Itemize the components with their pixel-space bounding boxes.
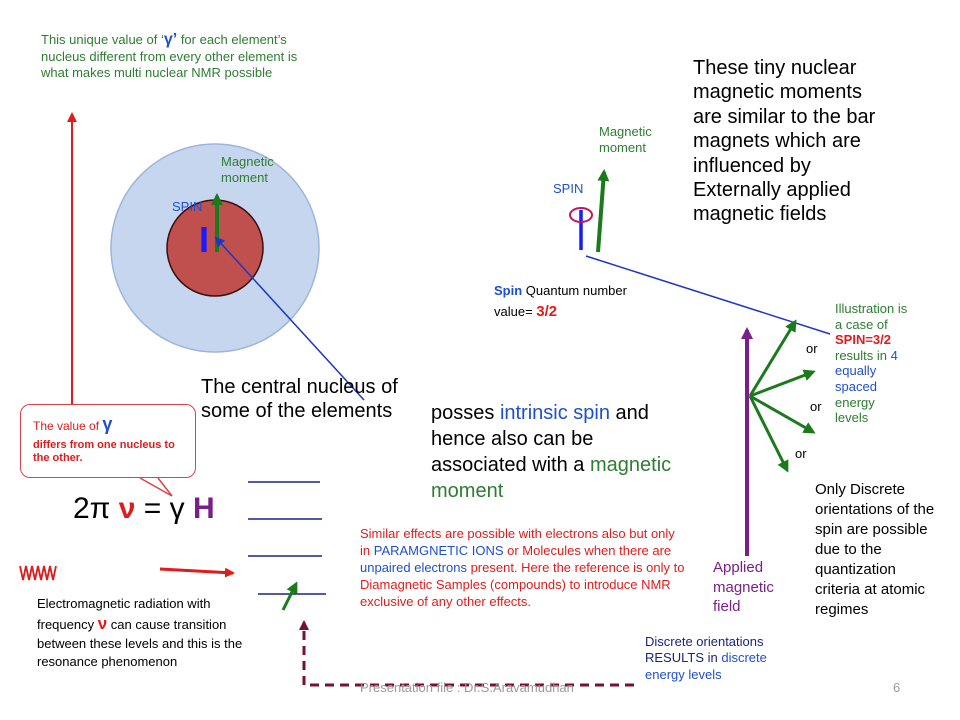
equation-h: H	[192, 492, 215, 525]
illustration-line-6: spaced	[835, 378, 877, 394]
gamma-note-rest: for each element’s nucleus different fro…	[41, 32, 298, 80]
central-nucleus-text: The central nucleus of some of the eleme…	[201, 376, 398, 422]
orientation-arrow-2	[749, 369, 816, 398]
illustration-line-5: equally	[835, 363, 877, 379]
or-label-3: or	[795, 446, 807, 461]
equation-left: 2π	[73, 492, 119, 525]
gamma-callout-rest: differs from one nucleus to the other.	[33, 438, 175, 465]
gamma-callout-prefix: The value of	[33, 419, 103, 433]
paramagnetic-a: Similar effects are possible with electr…	[360, 526, 675, 558]
page-number: 6	[893, 680, 901, 695]
equation-mid: = γ	[135, 492, 193, 525]
equation-nu: ν	[118, 492, 136, 525]
gamma-callout-text: The value of γ differs from one nucleus …	[33, 413, 183, 466]
associated-text: and hence also can be associated with a	[431, 402, 649, 476]
em-wave-icon	[19, 565, 57, 581]
discrete-levels-note: Discrete orientations RESULTS in discret…	[645, 634, 785, 683]
left-magnetic-moment-label: Magnetic moment	[221, 154, 274, 185]
spin-quantum-number: Spin Quantum number value= 3/2	[494, 282, 644, 323]
gamma-note-prefix: This unique value of ‘	[41, 32, 164, 47]
orientation-arrow-4	[748, 395, 789, 473]
paramagnetic-note: Similar effects are possible with electr…	[360, 526, 685, 610]
dashed-connector-line	[299, 620, 634, 687]
radiation-arrow	[159, 567, 235, 578]
gamma-callout	[20, 404, 196, 478]
resonance-equation: 2π ν = γ H	[73, 492, 215, 526]
orientation-arrow-1	[748, 319, 797, 397]
left-spin-label: SPIN	[172, 199, 203, 214]
bar-magnets-note: These tiny nuclear magnetic moments are …	[693, 57, 876, 226]
paramagnetic-ions: PARAMGNETIC IONS	[373, 542, 504, 558]
illustration-spin-value: SPIN=3/2	[835, 332, 892, 348]
callout-tail	[139, 477, 173, 497]
right-magnetic-moment-arrow	[596, 169, 610, 253]
magnetic-moment-phrase: magnetic moment	[431, 454, 672, 502]
or-label-2: or	[810, 399, 822, 414]
paramagnetic-e: present. Here the reference is only to D…	[360, 559, 685, 609]
illustration-line-4: results in 4	[835, 348, 945, 364]
spin-quantum-value: 3/2	[536, 302, 558, 320]
em-radiation-tail: can cause transition between these level…	[37, 616, 243, 670]
discrete-results-text: Discrete orientations RESULTS in	[645, 634, 764, 666]
illustration-level-count: 4	[890, 347, 898, 363]
applied-field-label: Applied magnetic field	[713, 559, 774, 615]
right-magnetic-moment-label: Magnetic moment	[599, 124, 652, 155]
gamma-uniqueness-note: This unique value of ‘γ’ for each elemen…	[41, 30, 299, 80]
unpaired-electrons: unpaired electrons	[360, 559, 467, 575]
paramagnetic-c: or Molecules when there are	[503, 542, 672, 558]
illustration-line-1: Illustration is	[835, 301, 908, 316]
spin-i-icon: I	[199, 219, 210, 260]
gamma-callout-line-1: The value of γ	[33, 413, 183, 436]
posses-word: posses	[431, 402, 500, 424]
discrete-energy-levels: discrete energy levels	[645, 650, 767, 682]
gamma-symbol: γ’	[163, 31, 178, 48]
illustration-note: Illustration is a case of SPIN=3/2 resul…	[835, 301, 945, 426]
intrinsic-spin-text: posses intrinsic spin and hence also can…	[431, 400, 691, 504]
or-label-1: or	[806, 341, 818, 356]
em-radiation-line-1: Electromagnetic radiation with	[37, 596, 211, 611]
nucleus-pointer-line	[214, 236, 365, 401]
right-spin-label: SPIN	[553, 181, 584, 196]
footer-text: Presentation file : Dr.S.Aravamudhan	[360, 680, 574, 695]
gamma-callout-symbol: γ	[102, 414, 113, 434]
illustration-line-8: levels	[835, 410, 869, 426]
quantization-note: Only Discrete orientations of the spin a…	[815, 481, 935, 618]
transition-arrow	[281, 581, 298, 611]
spin-word: Spin	[494, 283, 523, 298]
em-frequency-word: frequency	[37, 616, 98, 632]
orientation-arrow-3	[749, 394, 816, 434]
spin-quantum-text: Quantum number value=	[494, 283, 627, 319]
illustration-line-7: energy	[835, 394, 875, 410]
illustration-line-2: a case of	[835, 316, 888, 332]
intrinsic-spin-phrase: intrinsic spin	[499, 402, 610, 424]
right-spin-ring	[569, 207, 593, 223]
illustration-results-in: results in	[835, 347, 891, 363]
em-radiation-rest: frequency ν can cause transition between…	[37, 613, 262, 671]
em-radiation-text: Electromagnetic radiation with frequency…	[37, 595, 262, 671]
em-nu-symbol: ν	[97, 613, 108, 633]
